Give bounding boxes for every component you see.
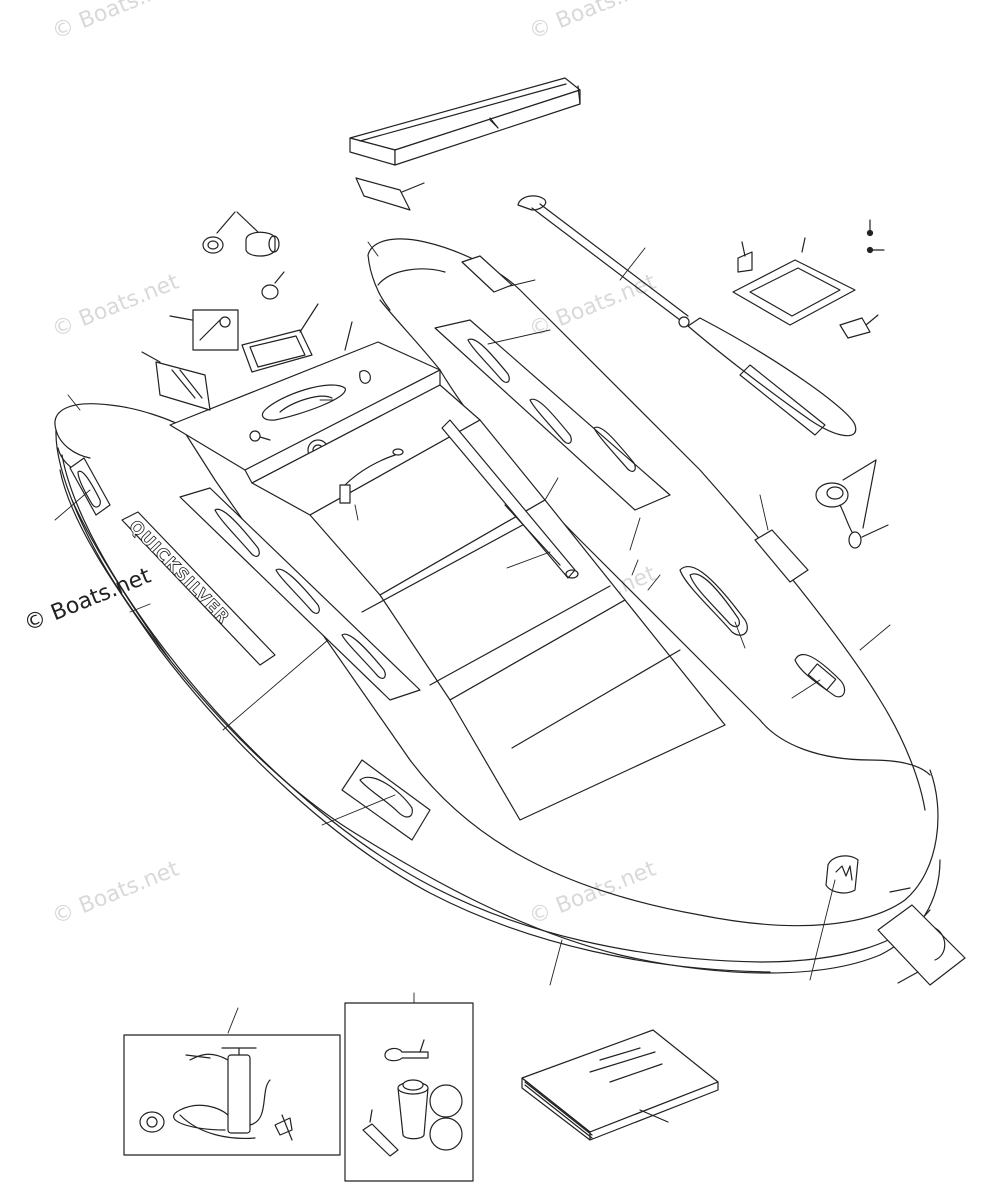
seat-bracket bbox=[356, 178, 424, 210]
oar bbox=[518, 196, 856, 436]
hardware-kit-3 bbox=[878, 888, 965, 985]
hardware-kit-1 bbox=[170, 310, 238, 350]
brand-badge bbox=[826, 856, 858, 893]
pump-kit-box bbox=[124, 1035, 340, 1155]
drain-plug-cable bbox=[340, 449, 403, 503]
repair-kit-box bbox=[345, 1003, 473, 1181]
owners-manual bbox=[522, 1030, 718, 1140]
hardware-kit-2 bbox=[142, 352, 210, 410]
keel-rod bbox=[442, 420, 578, 578]
leader-lines bbox=[55, 120, 890, 1033]
valve-cap-parts bbox=[203, 212, 284, 299]
small-eyebolt bbox=[250, 431, 270, 441]
inflation-valve bbox=[816, 460, 888, 548]
right-tube bbox=[368, 239, 930, 810]
transom-plate bbox=[242, 304, 352, 372]
inspection-hatch bbox=[733, 220, 884, 338]
seat-bench bbox=[350, 78, 580, 165]
